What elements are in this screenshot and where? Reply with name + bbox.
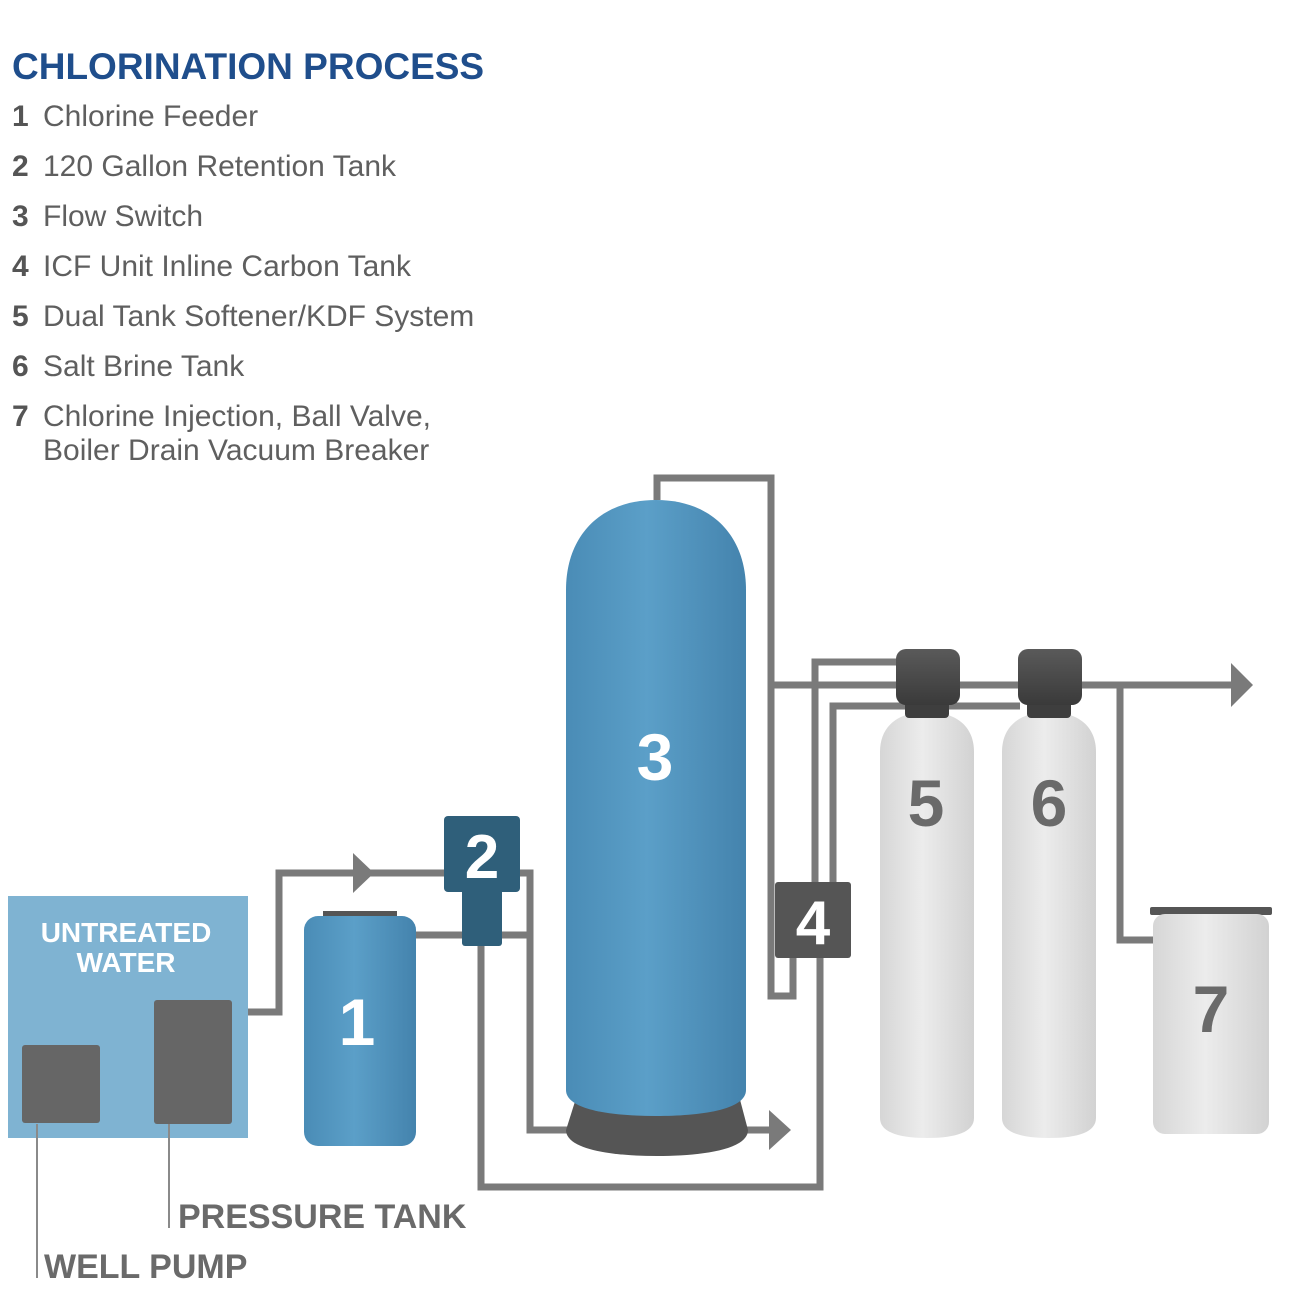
component-number-3: 3 (637, 720, 674, 794)
carbon-tank-marker: 4 (775, 882, 851, 958)
legend-number: 7 (12, 400, 29, 433)
untreated-label-line2: WATER (76, 947, 175, 978)
component-number-5: 5 (908, 766, 945, 840)
legend-item-6: 6 Salt Brine Tank (12, 350, 474, 400)
well-pump-label: WELL PUMP (44, 1248, 247, 1286)
legend-text-line2: Boiler Drain Vacuum Breaker (43, 434, 430, 467)
pipe-4-to-heads-a (811, 658, 900, 884)
legend-text: Flow Switch (43, 200, 204, 233)
legend-number: 2 (12, 150, 29, 183)
legend-number: 4 (12, 250, 29, 283)
untreated-label-line1: UNTREATED (41, 917, 212, 948)
legend-number: 1 (12, 100, 29, 133)
pipe-to-7 (1116, 685, 1155, 944)
brine-tank: 6 (1002, 649, 1096, 1138)
page-title: CHLORINATION PROCESS (12, 46, 485, 87)
component-number-7: 7 (1193, 972, 1230, 1046)
pipe-3-top (653, 474, 797, 1000)
legend-number: 6 (12, 350, 29, 383)
legend-item-5: 5 Dual Tank Softener/KDF System (12, 300, 474, 350)
legend-text: Salt Brine Tank (43, 350, 245, 383)
pipe-4-to-heads-b (829, 702, 1020, 884)
softener-tank: 5 (880, 649, 974, 1138)
component-number-1: 1 (339, 985, 376, 1059)
legend-text: Chlorine Feeder (43, 100, 259, 133)
legend-item-3: 3 Flow Switch (12, 200, 474, 250)
component-number-2: 2 (465, 823, 499, 892)
component-number-6: 6 (1031, 766, 1068, 840)
flow-arrow-icon (353, 853, 374, 893)
pressure-tank (154, 1000, 232, 1124)
legend-number: 3 (12, 200, 29, 233)
legend-text: 120 Gallon Retention Tank (43, 150, 397, 183)
pressure-tank-label: PRESSURE TANK (178, 1198, 467, 1236)
legend-item-7: 7 Chlorine Injection, Ball Valve,Boiler D… (12, 400, 474, 480)
legend-item-2: 2 120 Gallon Retention Tank (12, 150, 474, 200)
legend-text: ICF Unit Inline Carbon Tank (43, 250, 411, 283)
legend-item-4: 4 ICF Unit Inline Carbon Tank (12, 250, 474, 300)
legend-list: 1 Chlorine Feeder 2 120 Gallon Retention T… (12, 100, 474, 480)
chlorine-injection-unit: 7 (1150, 907, 1272, 1134)
legend-text: Dual Tank Softener/KDF System (43, 300, 475, 333)
legend-number: 5 (12, 300, 29, 333)
component-number-4: 4 (796, 889, 831, 958)
flow-arrow-icon (1231, 663, 1253, 707)
pipe-bottom-loop (477, 945, 824, 1191)
pipe-network (232, 474, 1232, 1191)
chlorine-feeder: 1 (304, 911, 416, 1146)
legend-item-1: 1 Chlorine Feeder (12, 100, 474, 150)
legend-text: Chlorine Injection, Ball Valve, (43, 400, 431, 433)
flow-switch-tank: 3 (566, 500, 748, 1156)
retention-tank: 2 (444, 816, 520, 946)
flow-arrow-icon (769, 1110, 791, 1150)
well-pump (22, 1045, 100, 1123)
